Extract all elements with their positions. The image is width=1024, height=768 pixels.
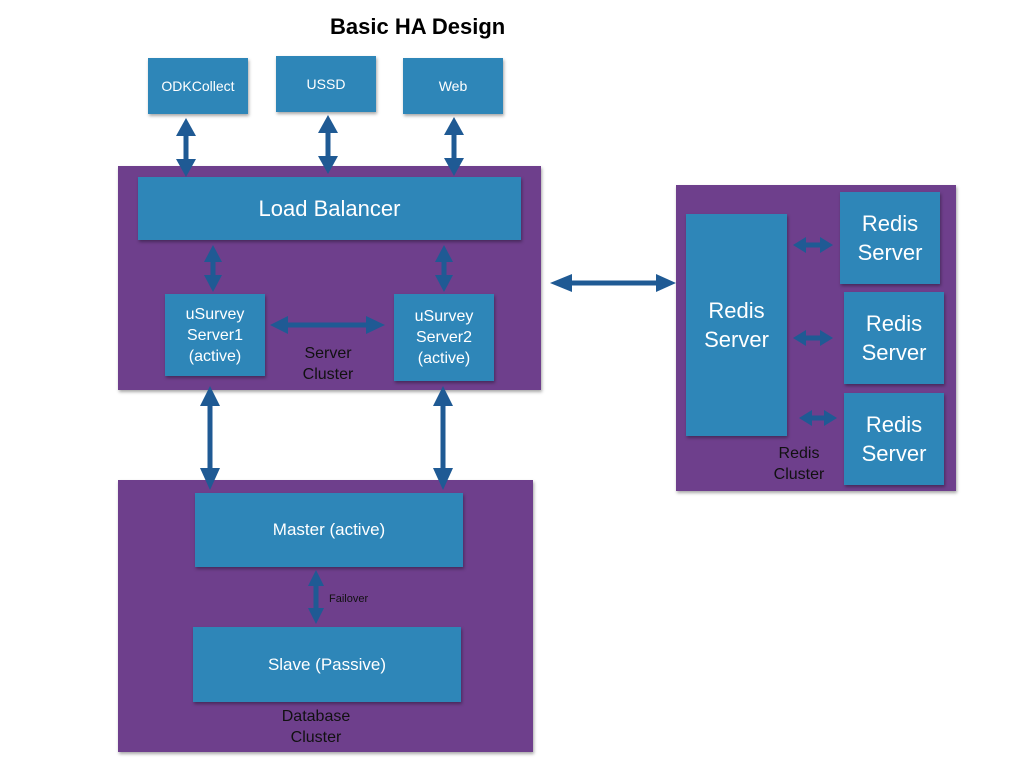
redis-server-node1-box: Redis Server	[840, 192, 940, 284]
ussd-box: USSD	[276, 56, 376, 112]
odkcollect-box: ODKCollect	[148, 58, 248, 114]
server2-to-master-arrow	[433, 386, 453, 490]
server-cluster-label: Server Cluster	[302, 345, 354, 383]
server1-to-master-arrow	[200, 386, 220, 490]
slave-box: Slave (Passive)	[193, 627, 461, 702]
redis-server-node3-box: Redis Server	[844, 393, 944, 485]
server-cluster-to-redis-cluster-arrow	[550, 274, 676, 292]
load-balancer-box: Load Balancer	[138, 177, 521, 240]
web-box: Web	[403, 58, 503, 114]
redis-cluster-label: Redis Cluster	[773, 445, 825, 483]
usurvey-server2-box: uSurvey Server2 (active)	[394, 294, 494, 381]
redis-server-node2-box: Redis Server	[844, 292, 944, 384]
master-box: Master (active)	[195, 493, 463, 567]
redis-main-server-box: Redis Server	[686, 214, 787, 436]
database-cluster-label: Database Cluster	[281, 708, 351, 746]
usurvey-server1-box: uSurvey Server1 (active)	[165, 294, 265, 376]
failover-label: Failover	[329, 593, 369, 605]
diagram-title: Basic HA Design	[330, 14, 506, 39]
